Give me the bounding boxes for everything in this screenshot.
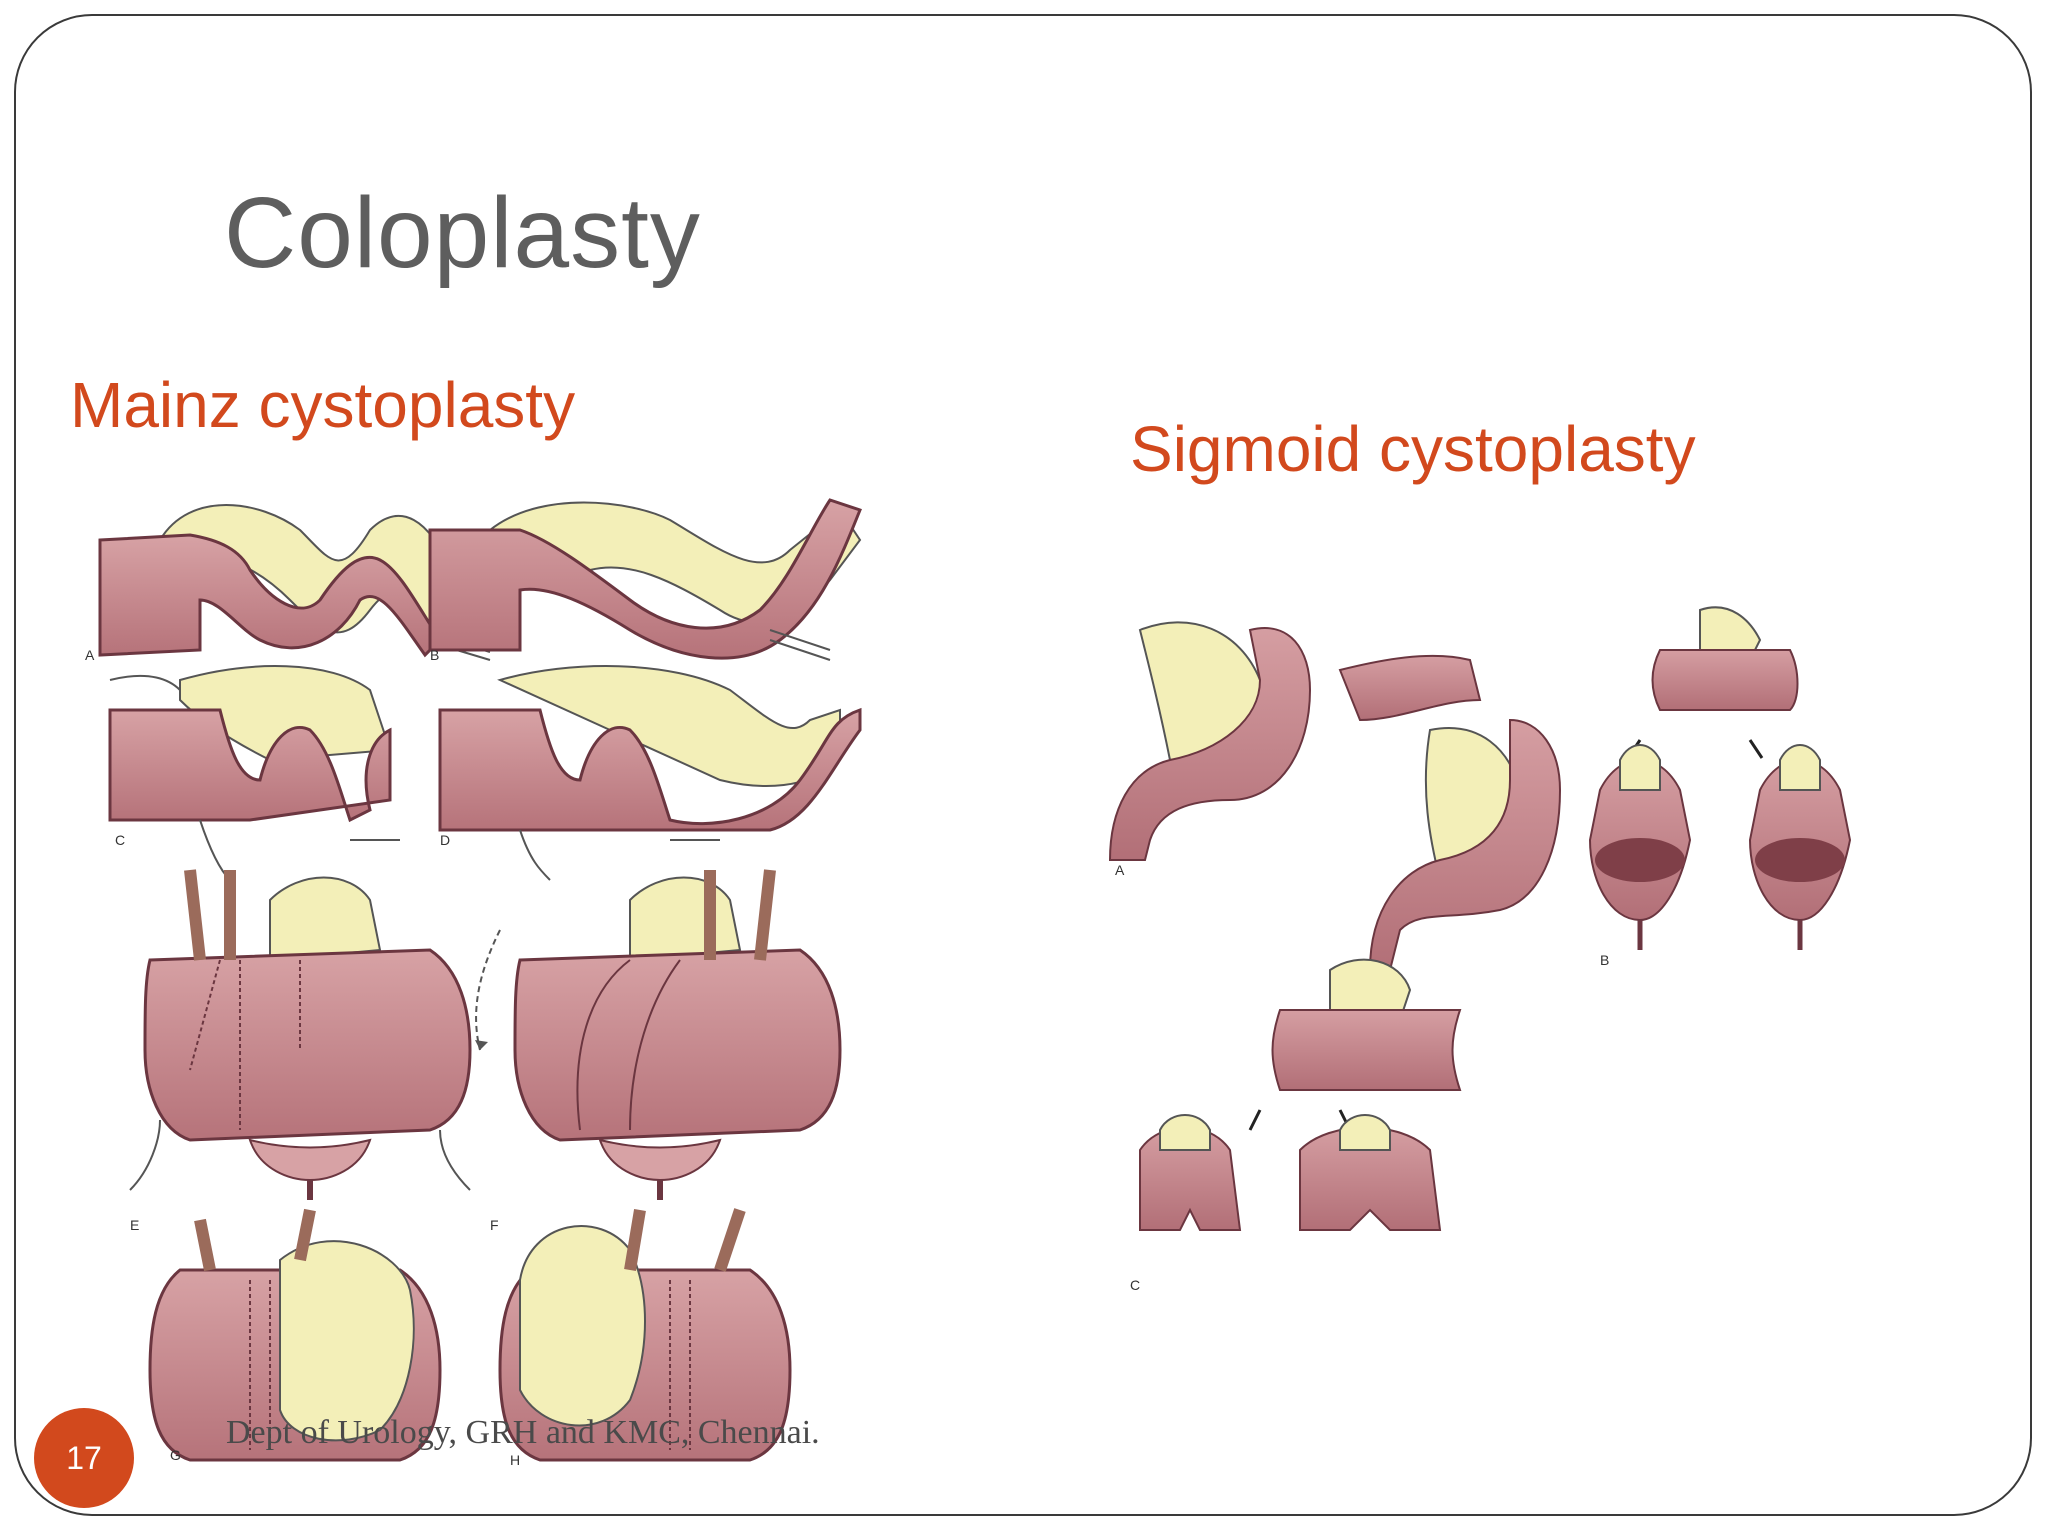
mainz-label-f: F [490,1217,499,1233]
mainz-step-a-illustration [98,504,491,661]
mainz-label-a: A [85,647,95,663]
mainz-label-d: D [440,832,450,848]
mainz-step-g-illustration [148,1208,442,1462]
mainz-heading: Mainz cystoplasty [70,369,576,441]
mainz-label-b: B [430,647,439,663]
sigmoid-label-b: B [1600,952,1609,968]
mainz-step-c-illustration [108,665,400,881]
slide-number-badge: 17 [34,1408,134,1508]
mainz-label-c: C [115,832,125,848]
sigmoid-step-a-colon-intact [1108,621,1312,861]
sigmoid-cystoplasty-diagram: A B C [1108,606,1852,1293]
sigmoid-label-a: A [1115,862,1125,878]
sigmoid-heading: Sigmoid cystoplasty [1130,413,1696,485]
mainz-cystoplasty-diagram: A B C D E F [85,498,862,1468]
mainz-step-d-illustration [438,665,862,881]
mainz-label-g: G [170,1447,181,1463]
sigmoid-step-a-segment-isolated [1338,654,1562,971]
mainz-label-e: E [130,1217,139,1233]
mainz-label-h: H [510,1452,520,1468]
slide-title: Coloplasty [224,177,701,289]
mainz-step-b-illustration [428,498,862,661]
mainz-step-h-illustration [498,1208,792,1462]
slide-footer: Dept of Urology, GRH and KMC, Chennai. [226,1414,820,1451]
mainz-step-f-illustration [475,869,842,1200]
sigmoid-step-c-illustration [1139,958,1462,1231]
mainz-step-e-illustration [129,869,472,1200]
sigmoid-step-b-illustration [1588,606,1852,950]
sigmoid-label-c: C [1130,1277,1140,1293]
